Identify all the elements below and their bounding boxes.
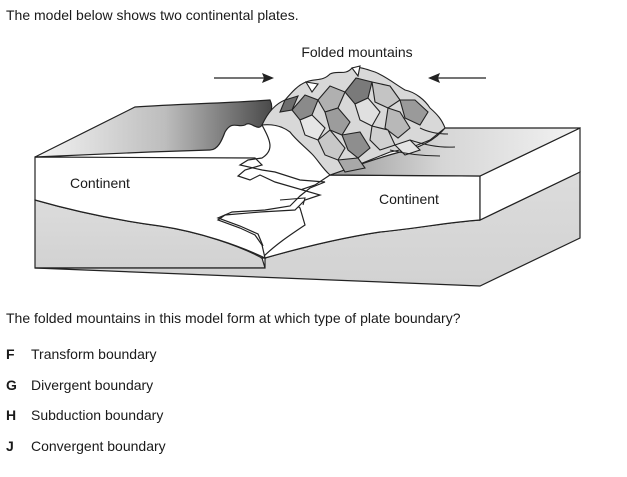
plate-boundary-line	[216, 124, 326, 247]
thrust-line	[279, 197, 306, 206]
fold-lines	[389, 127, 456, 157]
choice-j[interactable]: J Convergent boundary	[6, 438, 166, 469]
compression-arrow-left	[214, 73, 274, 83]
choice-text: Convergent boundary	[31, 437, 166, 454]
folded-mountains-label: Folded mountains	[301, 44, 412, 60]
choice-text: Subduction boundary	[31, 407, 164, 423]
right-continent-label: Continent	[379, 191, 439, 207]
answer-choices: F Transform boundary G Divergent boundar…	[6, 346, 166, 468]
choice-g[interactable]: G Divergent boundary	[6, 377, 166, 408]
plate-diagram: Folded mountains Continent Continent	[34, 44, 581, 287]
left-top-surface	[34, 99, 273, 158]
choice-text: Transform boundary	[31, 346, 157, 362]
choice-letter: J	[6, 437, 14, 454]
choice-text: Divergent boundary	[31, 376, 154, 393]
choice-f[interactable]: F Transform boundary	[6, 346, 166, 377]
question-text: The folded mountains in this model form …	[6, 310, 461, 326]
choice-letter: H	[6, 407, 17, 423]
left-continent-label: Continent	[70, 175, 130, 191]
compression-arrow-right	[428, 73, 486, 83]
choice-letter: F	[6, 346, 15, 362]
intro-text: The model below shows two continental pl…	[6, 7, 299, 23]
choice-h[interactable]: H Subduction boundary	[6, 407, 166, 438]
folded-mountains	[261, 65, 446, 176]
choice-letter: G	[6, 376, 17, 393]
left-front-face	[34, 156, 323, 260]
